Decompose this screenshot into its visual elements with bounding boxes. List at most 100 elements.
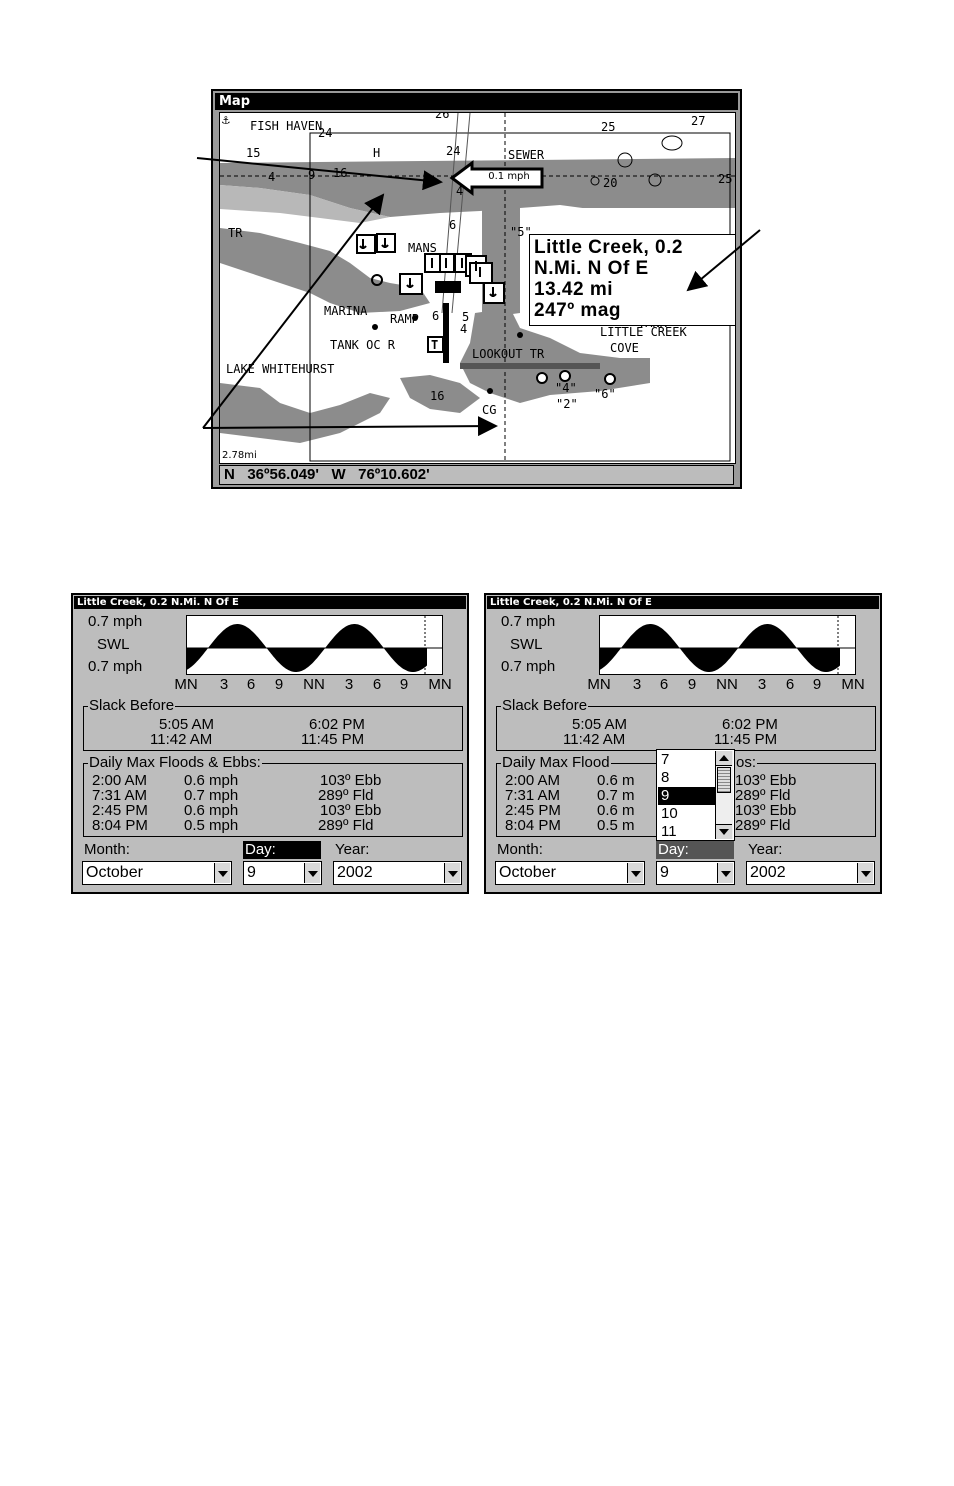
max-speed: 0.6 mph <box>184 802 239 819</box>
sounding: 6 <box>449 218 457 232</box>
sounding: 24 <box>318 126 333 140</box>
max-dir: 289º Fld <box>735 817 791 834</box>
y-axis-mid: SWL <box>97 636 130 653</box>
info-distance: 13.42 mi <box>534 279 613 300</box>
sounding: 15 <box>246 146 261 160</box>
sounding: "6" <box>594 387 616 401</box>
chart-map[interactable]: ⚓ FISH HAVEN SEWER TR MANS MARINA RAMP T… <box>219 112 736 464</box>
month-select[interactable]: October <box>82 861 232 885</box>
current-speed-label: 0.1 mph <box>488 171 530 182</box>
max-time: 2:00 AM <box>505 772 561 789</box>
x-tick: 6 <box>372 676 382 693</box>
chevron-down-icon[interactable] <box>304 863 320 883</box>
slack-time: 11:42 AM <box>563 731 626 748</box>
info-bearing: 247º mag <box>534 300 621 321</box>
slack-time: 11:42 AM <box>150 731 213 748</box>
x-tick: MN <box>174 676 198 693</box>
x-tick: 3 <box>757 676 767 693</box>
max-speed: 0.6 mph <box>184 772 239 789</box>
sounding: H <box>373 146 381 160</box>
position-status-bar: N 36º56.049' W 76º10.602' <box>219 465 734 485</box>
day-option-selected[interactable]: 9 <box>658 787 716 805</box>
max-speed: 0.5 mph <box>184 817 239 834</box>
x-axis-labels: MN 3 6 9 NN 3 6 9 MN <box>582 676 872 694</box>
max-dir: 289º Fld <box>318 787 374 804</box>
y-axis-bottom: 0.7 mph <box>501 658 556 675</box>
x-tick: 6 <box>659 676 669 693</box>
tide-station-label: T <box>431 338 439 352</box>
year-value: 2002 <box>750 864 786 881</box>
slack-title: Slack Before <box>88 697 176 714</box>
day-option[interactable]: 11 <box>661 823 677 840</box>
max-speed: 0.6 m <box>597 802 635 819</box>
info-station-desc: N.Mi. N Of E <box>534 258 649 279</box>
dropdown-scrollbar[interactable] <box>715 751 733 839</box>
sounding: 25 <box>718 172 733 186</box>
day-select[interactable]: 9 <box>656 861 735 885</box>
info-station: Little Creek, 0.2 <box>534 237 683 258</box>
year-select[interactable]: 2002 <box>746 861 875 885</box>
day-dropdown-list[interactable]: 7 8 9 10 11 <box>656 749 735 841</box>
max-time: 2:00 AM <box>92 772 148 789</box>
day-option[interactable]: 10 <box>661 805 678 822</box>
sounding: 16 <box>430 389 445 403</box>
x-axis-labels: MN 3 6 9 NN 3 6 9 MN <box>169 676 459 694</box>
month-value: October <box>499 864 556 881</box>
x-tick: NN <box>303 676 325 693</box>
current-wave <box>600 616 855 674</box>
x-tick: MN <box>841 676 865 693</box>
y-axis-bottom: 0.7 mph <box>88 658 143 675</box>
max-speed: 0.6 m <box>597 772 635 789</box>
place-cg: CG <box>482 403 497 417</box>
chevron-down-icon[interactable] <box>717 863 733 883</box>
place-lake: LAKE WHITEHURST <box>226 362 335 376</box>
tide-station-icon <box>427 336 444 353</box>
sounding: 6 <box>432 309 440 323</box>
slack-group: Slack Before 5:05 AM 6:02 PM 11:42 AM 11… <box>496 698 876 751</box>
sounding: 4 <box>456 184 464 198</box>
map-window: Map <box>211 89 742 489</box>
day-label: Day: <box>243 841 321 859</box>
day-select[interactable]: 9 <box>243 861 322 885</box>
scroll-up-icon[interactable] <box>716 751 732 766</box>
place-fish-haven: FISH HAVEN <box>250 119 323 133</box>
day-option[interactable]: 8 <box>661 769 670 786</box>
scroll-thumb[interactable] <box>717 767 731 793</box>
sounding: 26 <box>435 112 450 121</box>
max-speed: 0.5 m <box>597 817 635 834</box>
year-label: Year: <box>748 841 783 858</box>
place-ramp: RAMP <box>390 312 419 326</box>
max-dir: 289º Fld <box>318 817 374 834</box>
day-option[interactable]: 7 <box>661 751 670 768</box>
slack-time: 11:45 PM <box>714 731 778 748</box>
y-axis-top: 0.7 mph <box>501 613 556 630</box>
chevron-down-icon[interactable] <box>444 863 460 883</box>
chevron-down-icon[interactable] <box>857 863 873 883</box>
x-tick: MN <box>428 676 452 693</box>
year-select[interactable]: 2002 <box>333 861 462 885</box>
max-speed: 0.7 m <box>597 787 635 804</box>
current-wave <box>187 616 442 674</box>
scroll-down-icon[interactable] <box>716 824 732 839</box>
sounding: "5" <box>510 225 532 239</box>
slack-time: 5:05 AM <box>159 716 215 733</box>
map-scale: 2.78mi <box>222 450 257 461</box>
slack-time: 6:02 PM <box>722 716 778 733</box>
sounding: 27 <box>691 114 706 128</box>
place-little-creek: LITTLE CREEK <box>600 325 687 339</box>
max-title: Daily Max Flood <box>501 754 611 771</box>
chevron-down-icon[interactable] <box>214 863 230 883</box>
max-time: 8:04 PM <box>92 817 148 834</box>
max-time: 2:45 PM <box>505 802 561 819</box>
place-tr: TR <box>228 226 243 240</box>
x-tick: 3 <box>632 676 642 693</box>
day-value: 9 <box>660 864 669 881</box>
chevron-down-icon[interactable] <box>627 863 643 883</box>
map-title: Map <box>215 93 738 110</box>
x-tick: MN <box>587 676 611 693</box>
year-label: Year: <box>335 841 370 858</box>
current-panel-left: Little Creek, 0.2 N.Mi. N Of E 0.7 mph S… <box>71 593 469 894</box>
sounding: 24 <box>446 144 461 158</box>
max-dir: 103º Ebb <box>320 802 382 819</box>
month-select[interactable]: October <box>495 861 645 885</box>
